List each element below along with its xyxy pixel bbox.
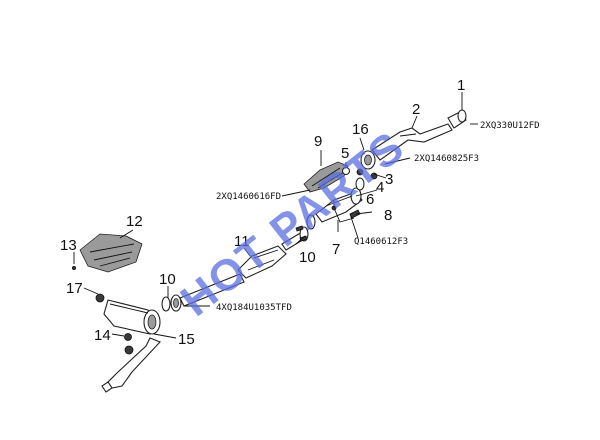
callout-13: 13	[60, 237, 77, 254]
callout-11: 11	[234, 233, 250, 250]
callout-8: 8	[384, 207, 392, 224]
middle-pipe-part	[179, 273, 245, 307]
watermark: HOT PARTS	[172, 122, 414, 326]
part-code-2: 2XQ1460825F3	[414, 154, 479, 164]
center-converter-part	[237, 245, 287, 279]
callout-10-upper: 10	[299, 249, 316, 266]
flange-gasket-part	[295, 214, 316, 242]
part-code-5: 4XQ184U1035TFD	[216, 303, 292, 313]
callout-5: 5	[341, 145, 349, 162]
front-flange-part	[355, 150, 378, 191]
parts-drawing	[72, 109, 467, 393]
tailpipe-part	[101, 337, 161, 393]
rear-muffler-part	[103, 299, 161, 335]
rear-hanger-part	[124, 333, 134, 355]
callout-7: 7	[332, 241, 340, 258]
callout-1: 1	[457, 77, 465, 94]
callout-numbers: 1 2 3 4 5 6 7 8 9 10 10 11 12 13 14 15 1…	[60, 77, 465, 348]
rear-heat-shield-part	[79, 233, 143, 273]
hanger-17-part	[95, 293, 105, 303]
callout-4: 4	[376, 179, 384, 196]
callout-3: 3	[385, 171, 393, 188]
callout-14: 14	[94, 327, 111, 344]
callout-15: 15	[178, 331, 195, 348]
bolt-13-part	[72, 265, 77, 270]
part-code-1: 2XQ330U12FD	[480, 121, 540, 131]
callout-2: 2	[412, 101, 420, 118]
callout-9: 9	[314, 133, 322, 150]
front-pipe-part	[371, 123, 453, 161]
manifold-flange-part	[447, 109, 467, 129]
part-code-4: Q1460612F3	[354, 237, 408, 247]
leader-lines	[73, 92, 478, 339]
part-codes: 2XQ330U12FD 2XQ1460825F3 2XQ1460616FD Q1…	[216, 121, 540, 313]
callout-6: 6	[366, 191, 374, 208]
callout-17: 17	[66, 280, 83, 297]
tailpipe-gasket-part	[161, 294, 182, 312]
callout-10-lower: 10	[159, 271, 176, 288]
callout-16: 16	[352, 121, 369, 138]
callout-12: 12	[126, 213, 143, 230]
part-code-3: 2XQ1460616FD	[216, 192, 281, 202]
